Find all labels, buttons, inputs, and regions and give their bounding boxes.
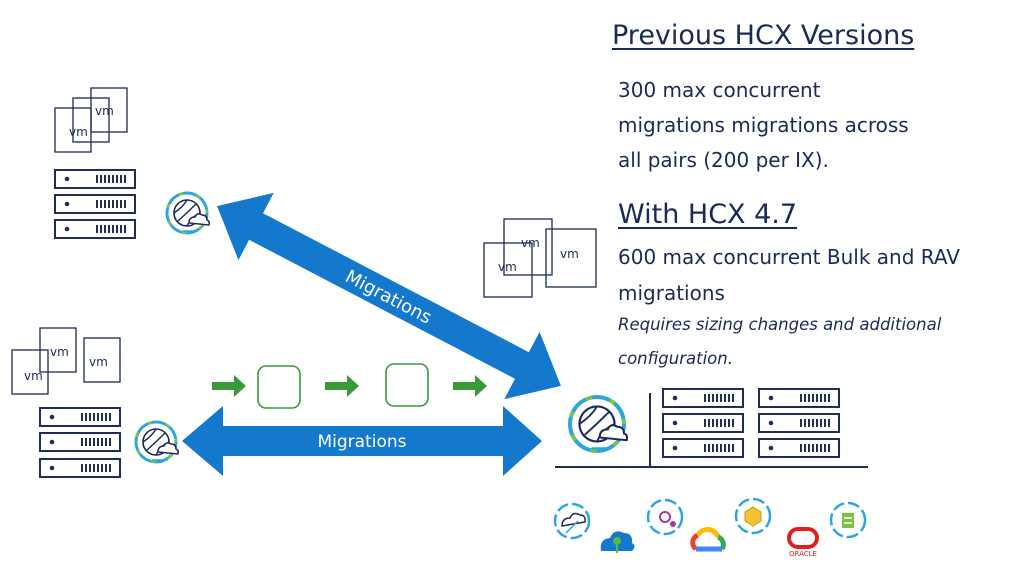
svg-text:vm: vm [498,260,517,274]
hcx-cloud-icon [829,501,867,539]
vm-stack-right: vm vm vm [483,218,597,298]
svg-text:vm: vm [560,247,579,261]
previous-hcx-heading: Previous HCX Versions [612,20,915,51]
vm-stack-bottom-left: vm vm vm [11,327,121,395]
hcx-47-heading: With HCX 4.7 [618,199,798,230]
pipeline-arrow-2 [325,375,359,397]
hcx-icon-right [570,397,627,451]
pipeline-stage-2 [385,363,429,407]
hcx-47-text: 600 max concurrent Bulk and RAV migratio… [618,245,960,305]
hcx-cloud-icon [734,497,772,535]
svg-text:ORACLE: ORACLE [789,550,817,558]
svg-text:vm: vm [95,104,114,118]
migration-pipeline [212,363,487,409]
cloud-icons-row: ORACLE [553,497,867,558]
pipeline-arrow-3 [453,375,487,397]
azure-icon [600,531,635,553]
svg-text:vm: vm [89,355,108,369]
hcx-icon-bottom-left [134,420,180,464]
migrations-label-horizontal: Migrations [317,432,406,452]
hcx-cloud-icon [553,502,591,540]
svg-text:vm: vm [24,369,43,383]
svg-text:vm: vm [69,125,88,139]
server-rack-right [662,388,840,458]
svg-text:vm: vm [521,236,540,250]
oracle-icon: ORACLE [787,527,819,558]
sizing-note: Requires sizing changes and additional c… [618,315,942,368]
datacenter-frame [555,393,868,468]
vm-stack-top-left: vm vm [54,87,128,153]
server-rack-top-left [54,169,136,239]
svg-text:vm: vm [50,345,69,359]
pipeline-arrow-1 [212,375,246,397]
hcx-icon-top-left [165,191,211,235]
google-cloud-icon [690,527,726,552]
server-rack-bottom-left [39,407,121,478]
previous-hcx-text: 300 max concurrent migrations migrations… [618,78,909,172]
migrations-arrow-horizontal: Migrations [182,406,542,476]
pipeline-stage-1 [257,365,301,409]
hcx-cloud-icon [646,498,684,536]
